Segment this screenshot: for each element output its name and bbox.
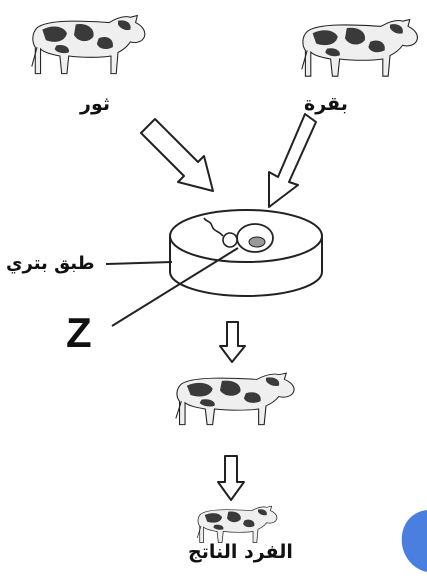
petri-dish-label: طبق بتري xyxy=(6,253,95,274)
z-pointer-line xyxy=(111,247,239,327)
arrow-bull-to-dish xyxy=(140,118,214,192)
cow-label: بقرة xyxy=(304,93,348,115)
cow-illustration xyxy=(301,18,418,77)
arrow-calf-to-offspring xyxy=(217,455,245,501)
sperm-cell xyxy=(203,217,238,248)
dish-label-line xyxy=(105,261,173,265)
offspring-illustration xyxy=(196,505,278,543)
bull-label: ثور xyxy=(80,93,110,115)
arrow-cow-to-dish xyxy=(268,113,317,208)
calf-illustration xyxy=(175,372,295,426)
corner-decoration xyxy=(401,510,427,572)
offspring-label: الفرد الناتج xyxy=(188,541,293,563)
arrow-dish-to-calf xyxy=(219,321,246,363)
bull-illustration xyxy=(31,14,146,75)
egg-cell xyxy=(236,223,274,253)
z-label: Z xyxy=(66,309,92,356)
petri-dish xyxy=(169,209,323,297)
